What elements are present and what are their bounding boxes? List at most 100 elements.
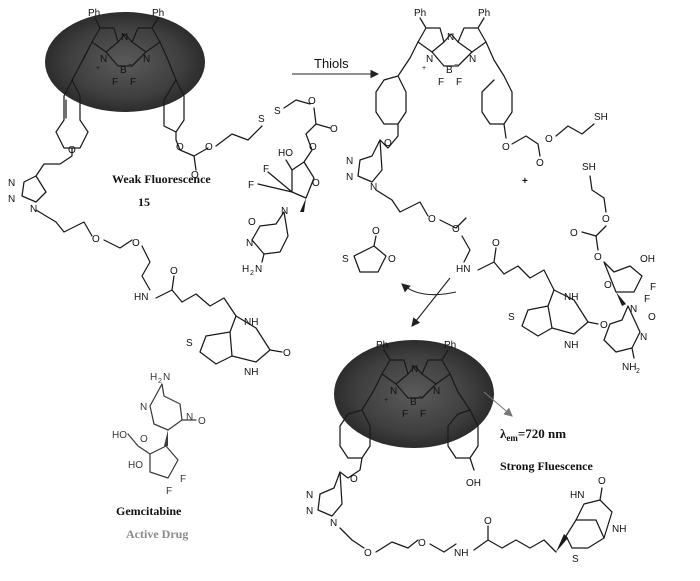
sugar-ho-label: HO <box>128 460 143 471</box>
cytosine-n-label: N <box>630 304 637 315</box>
amine-label: H <box>150 372 157 383</box>
fluorine-label: F <box>402 409 408 420</box>
pyrrole-n-label: N <box>426 54 433 65</box>
ph-label: Ph <box>478 8 490 19</box>
ether-o-label: O <box>350 474 358 485</box>
plus-sign: + <box>522 176 528 187</box>
peg-o-label: O <box>364 548 372 559</box>
cytosine-n-label: N <box>640 332 647 343</box>
charge-minus: − <box>128 62 132 69</box>
peg-o-label: O <box>428 214 436 225</box>
ring-o-label: O <box>388 254 396 265</box>
charge-plus: + <box>384 397 388 404</box>
charge-minus: − <box>454 62 458 69</box>
amine-sub: 2 <box>158 378 162 385</box>
pyrrole-n-label: N <box>100 54 107 65</box>
ketone-o-label: O <box>372 226 380 237</box>
phenol-oh-label: OH <box>466 478 481 489</box>
ring-o-label: O <box>312 178 320 189</box>
fluorine-label: F <box>112 77 118 88</box>
pyrrole-n-label: N <box>469 54 476 65</box>
ring-o-label: O <box>604 280 612 291</box>
biotin-nh-label: NH <box>244 367 258 378</box>
pyrrole-n-label: N <box>433 386 440 397</box>
drug-name: Gemcitabine <box>116 504 182 518</box>
caption-strong-fluorescence: Strong Fluescence <box>500 459 593 473</box>
biotin-hn-label: HN <box>570 490 584 501</box>
cytosine-n-label: N <box>140 402 147 413</box>
ether-o-label: O <box>68 145 76 156</box>
amine-tail: N <box>163 372 170 383</box>
amine-label: NH <box>622 362 636 373</box>
cytosine-n-label: N <box>281 206 288 217</box>
charge-plus: + <box>96 65 100 72</box>
caption-weak-fluorescence: Weak Fluorescence <box>112 172 211 186</box>
amide-nh-label: HN <box>456 264 470 275</box>
triazole-n-label: N <box>346 172 353 183</box>
pyrrole-n-label: N <box>143 54 150 65</box>
biotin-nh-label: NH <box>564 340 578 351</box>
thiophane-s-label: S <box>508 312 515 323</box>
boron-label: B <box>120 65 127 76</box>
fluorine-label: F <box>166 486 172 497</box>
fluorine-label: F <box>180 474 186 485</box>
aza-n-label: N <box>447 32 454 43</box>
carbonate-o-label: O <box>309 142 317 153</box>
amine-tail: N <box>255 264 262 275</box>
fluorine-label: F <box>130 77 136 88</box>
lambda-symbol: λ <box>500 426 507 441</box>
fluorine-label: F <box>248 180 254 191</box>
triazole-n-label: N <box>306 490 313 501</box>
thiophane-s-label: S <box>572 554 579 565</box>
thiophane-s-label: S <box>186 338 193 349</box>
triazole-n-label: N <box>370 182 377 193</box>
ring-o-label: O <box>140 434 148 445</box>
fluorine-label: F <box>644 294 650 305</box>
carbonate-o-label: O <box>570 228 578 239</box>
ph-label: Ph <box>414 8 426 19</box>
thiol-sh-label: SH <box>594 112 608 123</box>
carbonate-o-label: O <box>308 96 316 107</box>
compound-15: Ph Ph N N N + B − F F O N N N O O HN O <box>8 8 338 378</box>
triazole-n-label: N <box>330 518 337 529</box>
ph-label: Ph <box>152 8 164 19</box>
compound-number: 15 <box>138 195 150 209</box>
byproduct-release-arrow <box>401 283 457 296</box>
amine-sub: 2 <box>636 368 640 375</box>
fluorine-label: F <box>456 77 462 88</box>
cytosine-o-label: O <box>248 217 256 228</box>
cytosine-o-label: O <box>648 312 656 323</box>
carbonate-o-label: O <box>191 170 199 181</box>
disulfide-s-label: S <box>274 106 281 117</box>
pyrrole-n-label: N <box>390 386 397 397</box>
ph-label: Ph <box>376 340 388 351</box>
carbonate-o-label: O <box>602 214 610 225</box>
drug-role: Active Drug <box>126 527 188 541</box>
amine-label: H <box>242 264 249 275</box>
biotin-o-label: O <box>600 320 608 331</box>
amide-nh-label: HN <box>134 292 148 303</box>
carbonate-o-label: O <box>502 142 510 153</box>
carbonate-o-label: O <box>330 124 338 135</box>
triazole-n-label: N <box>8 178 15 189</box>
triazole-n-label: N <box>306 506 313 517</box>
cytosine-n-label: N <box>186 412 193 423</box>
peg-o-label: O <box>418 538 426 549</box>
ph-label: Ph <box>88 8 100 19</box>
boron-label: B <box>410 397 417 408</box>
cytosine-n-label: N <box>246 238 253 249</box>
cytosine-o-label: O <box>198 416 206 427</box>
gemcitabine-structure: H 2 N N N O O HO HO F F <box>112 372 206 497</box>
fluorescence-shade-left <box>45 12 205 112</box>
thiol-sh-label: SH <box>582 162 596 173</box>
reagent-label: Thiols <box>314 56 349 71</box>
amide-nh-label: NH <box>454 548 468 559</box>
biotin-nh-label: NH <box>612 524 626 535</box>
fluorine-label: F <box>650 282 656 293</box>
carbonyl-o-label: O <box>170 266 178 277</box>
peg-o-label: O <box>132 238 140 249</box>
carbonyl-o-label: O <box>484 516 492 527</box>
triazole-n-label: N <box>30 204 37 215</box>
fluorine-label: F <box>263 164 269 175</box>
